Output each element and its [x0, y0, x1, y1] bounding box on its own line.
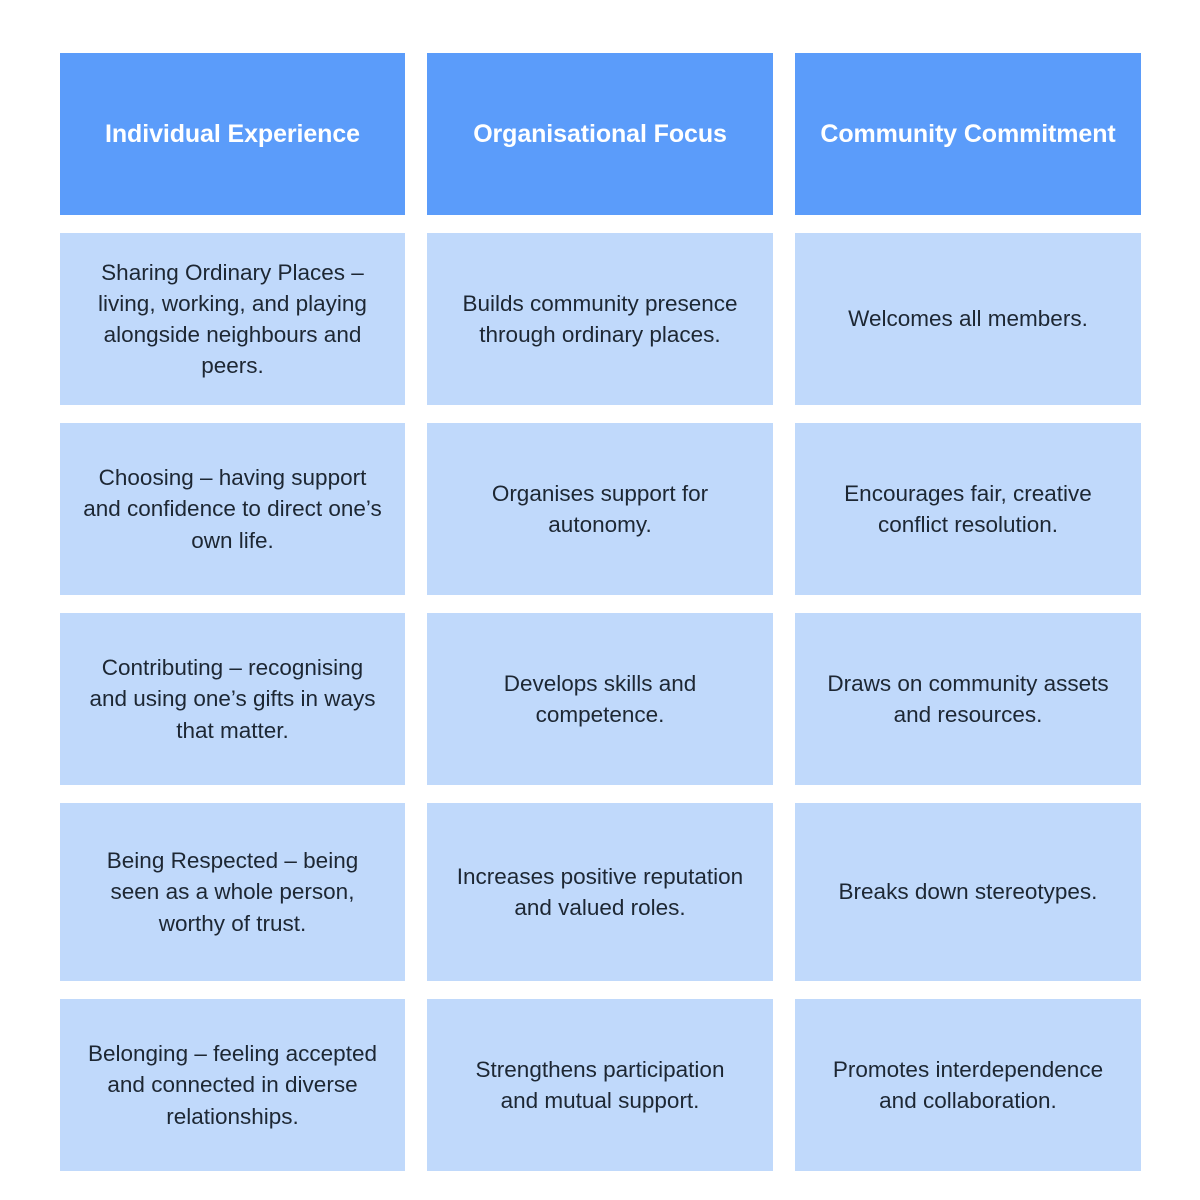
- column-header-label: Community Commitment: [820, 119, 1116, 148]
- matrix-cell: Welcomes all members.: [795, 233, 1141, 405]
- matrix-cell-text: Contributing – recognising and using one…: [89, 655, 376, 743]
- matrix-cell-text: Strengthens participation and mutual sup…: [475, 1056, 725, 1113]
- column-header-individual-experience: Individual Experience: [60, 53, 405, 215]
- matrix-cell: Being Respected – being seen as a whole …: [60, 803, 405, 981]
- matrix-cell: Increases positive reputation and valued…: [427, 803, 773, 981]
- matrix-cell: Encourages fair, creative conflict resol…: [795, 423, 1141, 595]
- matrix-cell: Builds community presence through ordina…: [427, 233, 773, 405]
- matrix-cell-text: Increases positive reputation and valued…: [456, 863, 744, 920]
- matrix-cell-text: Breaks down stereotypes.: [838, 879, 1098, 905]
- matrix-cell: Develops skills and competence.: [427, 613, 773, 785]
- matrix-cell-text: Being Respected – being seen as a whole …: [106, 848, 359, 936]
- matrix-cell: Sharing Ordinary Places – living, workin…: [60, 233, 405, 405]
- matrix-cell-text: Draws on community assets and resources.: [827, 670, 1109, 727]
- matrix-grid: Individual Experience Organisational Foc…: [60, 53, 1141, 1171]
- matrix-cell: Breaks down stereotypes.: [795, 803, 1141, 981]
- matrix-cell: Contributing – recognising and using one…: [60, 613, 405, 785]
- matrix-cell-text: Sharing Ordinary Places – living, workin…: [98, 259, 367, 379]
- column-header-label: Organisational Focus: [473, 119, 727, 148]
- matrix-cell: Organises support for autonomy.: [427, 423, 773, 595]
- matrix-cell-text: Encourages fair, creative conflict resol…: [844, 480, 1092, 537]
- column-header-label: Individual Experience: [105, 119, 360, 148]
- matrix-cell: Promotes interdependence and collaborati…: [795, 999, 1141, 1171]
- matrix-cell-text: Belonging – feeling accepted and connect…: [88, 1041, 377, 1129]
- matrix-cell-text: Organises support for autonomy.: [491, 480, 709, 537]
- matrix-cell: Belonging – feeling accepted and connect…: [60, 999, 405, 1171]
- matrix-table: Individual Experience Organisational Foc…: [60, 53, 1141, 1171]
- matrix-cell-text: Promotes interdependence and collaborati…: [832, 1056, 1104, 1113]
- matrix-cell: Choosing – having support and confidence…: [60, 423, 405, 595]
- matrix-cell-text: Choosing – having support and confidence…: [83, 465, 382, 553]
- column-header-organisational-focus: Organisational Focus: [427, 53, 773, 215]
- matrix-cell: Draws on community assets and resources.: [795, 613, 1141, 785]
- column-header-community-commitment: Community Commitment: [795, 53, 1141, 215]
- matrix-cell-text: Develops skills and competence.: [503, 670, 697, 727]
- matrix-cell-text: Builds community presence through ordina…: [462, 290, 738, 347]
- matrix-cell-text: Welcomes all members.: [848, 306, 1088, 332]
- matrix-cell: Strengthens participation and mutual sup…: [427, 999, 773, 1171]
